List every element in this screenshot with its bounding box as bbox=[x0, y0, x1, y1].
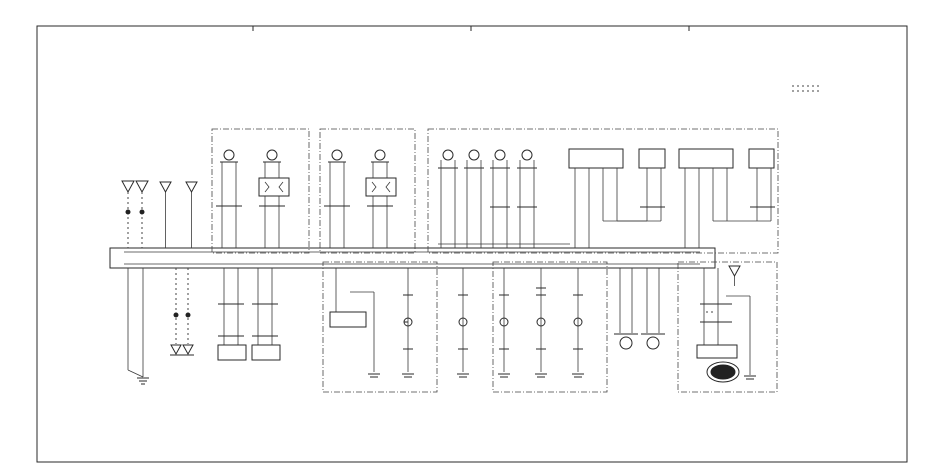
lower-group-1-components bbox=[329, 268, 414, 378]
lower-group-1-box bbox=[322, 261, 438, 393]
upper-group-3-lamps bbox=[438, 149, 570, 248]
drawing-frame bbox=[36, 25, 908, 463]
upper-group-2-components bbox=[324, 149, 397, 248]
lower-left-connectors bbox=[217, 268, 281, 361]
upper-group-3-modules bbox=[568, 148, 775, 248]
lower-right-lamps bbox=[614, 268, 665, 350]
lower-group-2-components bbox=[498, 268, 584, 378]
lower-group-3-box bbox=[677, 261, 778, 393]
lower-left-terminals bbox=[170, 268, 194, 356]
lower-group-2-box bbox=[492, 261, 608, 393]
upper-group-1-box bbox=[211, 128, 310, 254]
middle-column bbox=[457, 268, 469, 378]
lower-group-3-components bbox=[696, 265, 756, 383]
left-terminals bbox=[121, 180, 198, 248]
upper-group-3-box bbox=[427, 128, 779, 254]
upper-group-1-components bbox=[216, 149, 290, 248]
main-harness-bar bbox=[109, 247, 716, 269]
upper-group-2-box bbox=[319, 128, 416, 254]
legend-mark bbox=[792, 85, 822, 92]
lower-left-ground bbox=[127, 268, 149, 385]
